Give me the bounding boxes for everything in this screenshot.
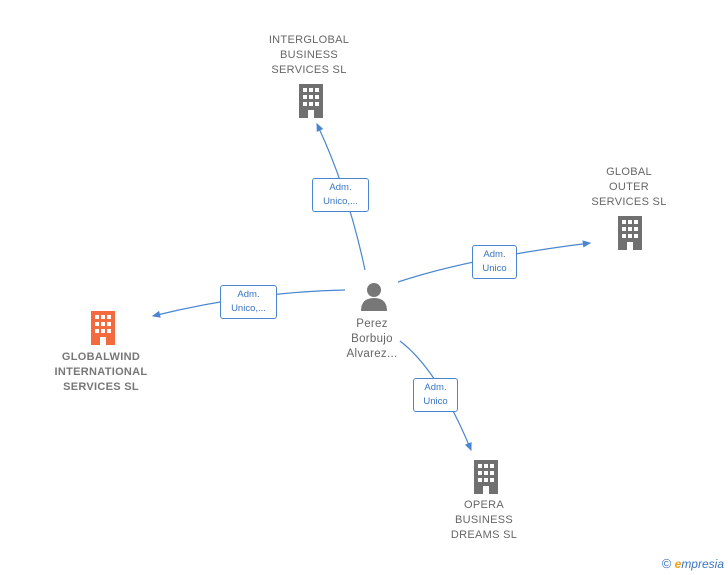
- edge-label-global-outer[interactable]: Adm. Unico: [472, 245, 517, 279]
- edge-label-opera[interactable]: Adm. Unico: [413, 378, 458, 412]
- brand-initial: e: [674, 557, 682, 571]
- building-icon[interactable]: [471, 460, 501, 494]
- opera-label: OPERA BUSINESS DREAMS SL: [450, 499, 518, 541]
- building-icon[interactable]: [296, 84, 326, 118]
- copyright-symbol: ©: [661, 556, 672, 571]
- globalwind-label: GLOBALWIND INTERNATIONAL SERVICES SL: [54, 351, 148, 393]
- edge-label-interglobal[interactable]: Adm. Unico,...: [312, 178, 369, 212]
- building-icon[interactable]: [615, 216, 645, 250]
- building-icon[interactable]: [88, 311, 118, 345]
- person-icon[interactable]: [359, 281, 389, 311]
- copyright-footer: © empresia: [662, 556, 724, 571]
- interglobal-label: INTERGLOBAL BUSINESS SERVICES SL: [268, 34, 350, 76]
- empresia-logo[interactable]: empresia: [675, 557, 724, 571]
- edge-label-globalwind[interactable]: Adm. Unico,...: [220, 285, 277, 319]
- global-outer-label: GLOBAL OUTER SERVICES SL: [591, 166, 667, 208]
- person-label: Perez Borbujo Alvarez...: [346, 318, 398, 360]
- brand-rest: mpresia: [681, 557, 724, 571]
